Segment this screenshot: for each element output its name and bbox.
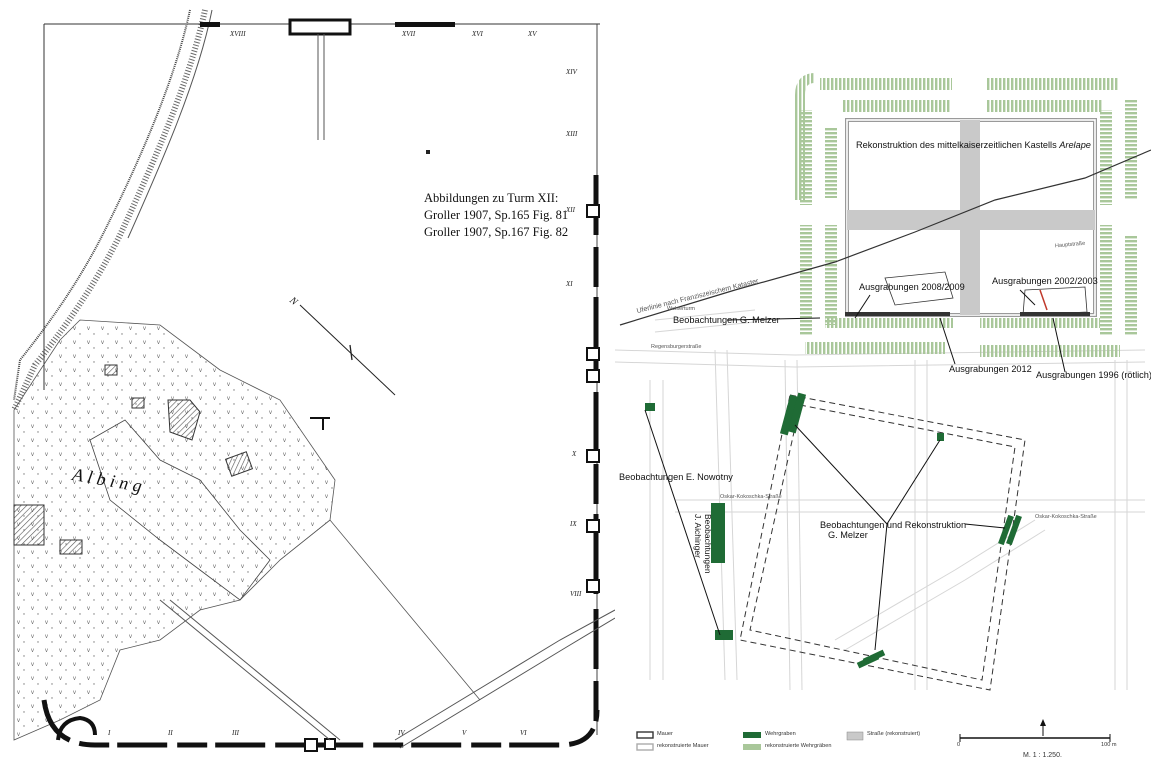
label-beobachtungen-aichinger: Beobachtungen J. Aichinger (693, 514, 713, 574)
map-title: Rekonstruktion des mittelkaiserzeitliche… (856, 140, 1091, 150)
caption-line-2: Groller 1907, Sp.165 Fig. 81 (424, 208, 569, 222)
street-regensburger: Regensburgerstraße (651, 344, 702, 350)
map-title-prefix: Rekonstruktion des mittelkaiserzeitliche… (856, 140, 1057, 150)
tower-label-iii: III (232, 729, 239, 737)
label-beobachtungen-rekonstruktion-line1: Beobachtungen und Rekonstruktion (820, 520, 967, 530)
tower-label-xii: XII (566, 206, 575, 214)
scale-ratio: M. 1 : 1.250. (1023, 752, 1062, 759)
label-beobachtungen-nowotny: Beobachtungen E. Nowotny (619, 472, 733, 482)
legend-strasse: Straße (rekonstruiert) (867, 731, 921, 737)
street-oskar-2: Oskar-Kokoschka-Straße (1035, 514, 1097, 520)
shore-line (619, 149, 1151, 326)
label-beobachtungen-rekonstruktion: Beobachtungen und Rekonstruktion G. Melz… (820, 520, 966, 540)
legend-mauer: Mauer (657, 731, 673, 737)
caption-line-1: Abbildungen zu Turm XII: (424, 191, 559, 205)
tower-label-ix: IX (570, 520, 577, 528)
tower-label-i: I (108, 729, 111, 737)
tower-label-vi: VI (520, 729, 527, 737)
leader-lines (644, 289, 1066, 651)
tower-label-xiv: XIV (566, 68, 577, 76)
south-wall (41, 699, 600, 752)
label-ausgrabungen-2012: Ausgrabungen 2012 (949, 364, 1032, 374)
legend-rek-wehrgraben: rekonstruierte Wehrgräben (765, 743, 832, 749)
label-ausgrabungen-2008: Ausgrabungen 2008/2009 (859, 282, 965, 292)
north-wall (200, 18, 455, 140)
label-beobachtungen-rekonstruktion-line2: G. Melzer (828, 530, 868, 540)
street-network (615, 309, 1146, 691)
tower-label-viii: VIII (570, 590, 582, 598)
ditch-observed (645, 392, 1022, 669)
river-bank (13, 9, 191, 401)
village-area (13, 319, 336, 741)
excavation-2002 (1022, 286, 1088, 316)
road-via-decumana (847, 210, 1095, 230)
figure-caption: Abbildungen zu Turm XII: Groller 1907, S… (424, 190, 568, 241)
reconstruction-map-arelape: Rekonstruktion des mittelkaiserzeitliche… (615, 0, 1151, 772)
historical-plan-albing: v (11, 9, 615, 752)
tower-label-xv: XV (528, 30, 537, 38)
legend-wehrgraben: Wehrgraben (765, 731, 796, 737)
label-ausgrabungen-2002: Ausgrabungen 2002/2003 (992, 276, 1098, 286)
buildings (13, 364, 254, 555)
excavation-2008 (884, 271, 954, 306)
label-ausgrabungen-1996: Ausgrabungen 1996 (rötlich) (1036, 370, 1151, 380)
enclosure-dashed (739, 394, 1026, 691)
tower-label-x: X (572, 450, 577, 458)
tower-label-v: V (462, 729, 467, 737)
tower-label-iv: IV (398, 729, 405, 737)
tower-label-xviii: XVIII (230, 30, 246, 38)
street-welserturm: Welserturm (667, 306, 696, 312)
map-title-name: Arelape (1059, 140, 1091, 150)
north-arrow-line (299, 304, 396, 396)
plan-graphics: v (11, 9, 615, 752)
legend-rek-mauer: rekonstruierte Mauer (657, 743, 709, 749)
tower-label-xvi: XVI (472, 30, 483, 38)
east-wall (586, 24, 600, 735)
street-oskar-1: Oskar-Kokoschka-Straße (720, 494, 782, 500)
reconstructed-ditches (795, 73, 1137, 357)
label-aichinger-line2: J. Aichinger (693, 514, 703, 558)
label-beobachtungen-melzer: Beobachtungen G. Melzer (673, 315, 780, 325)
legend (636, 731, 864, 751)
scale-zero: 0 (957, 742, 961, 748)
tower-label-xvii: XVII (402, 30, 416, 38)
reconstruction-graphics (615, 73, 1151, 751)
scale-hundred: 100 m (1101, 742, 1117, 748)
scale-bar (959, 719, 1111, 742)
tower-label-ii: II (168, 729, 173, 737)
caption-line-3: Groller 1907, Sp.167 Fig. 82 (424, 225, 569, 239)
tower-label-xi: XI (566, 280, 573, 288)
label-aichinger-line1: Beobachtungen (703, 514, 713, 574)
tower-label-xiii: XIII (566, 130, 578, 138)
